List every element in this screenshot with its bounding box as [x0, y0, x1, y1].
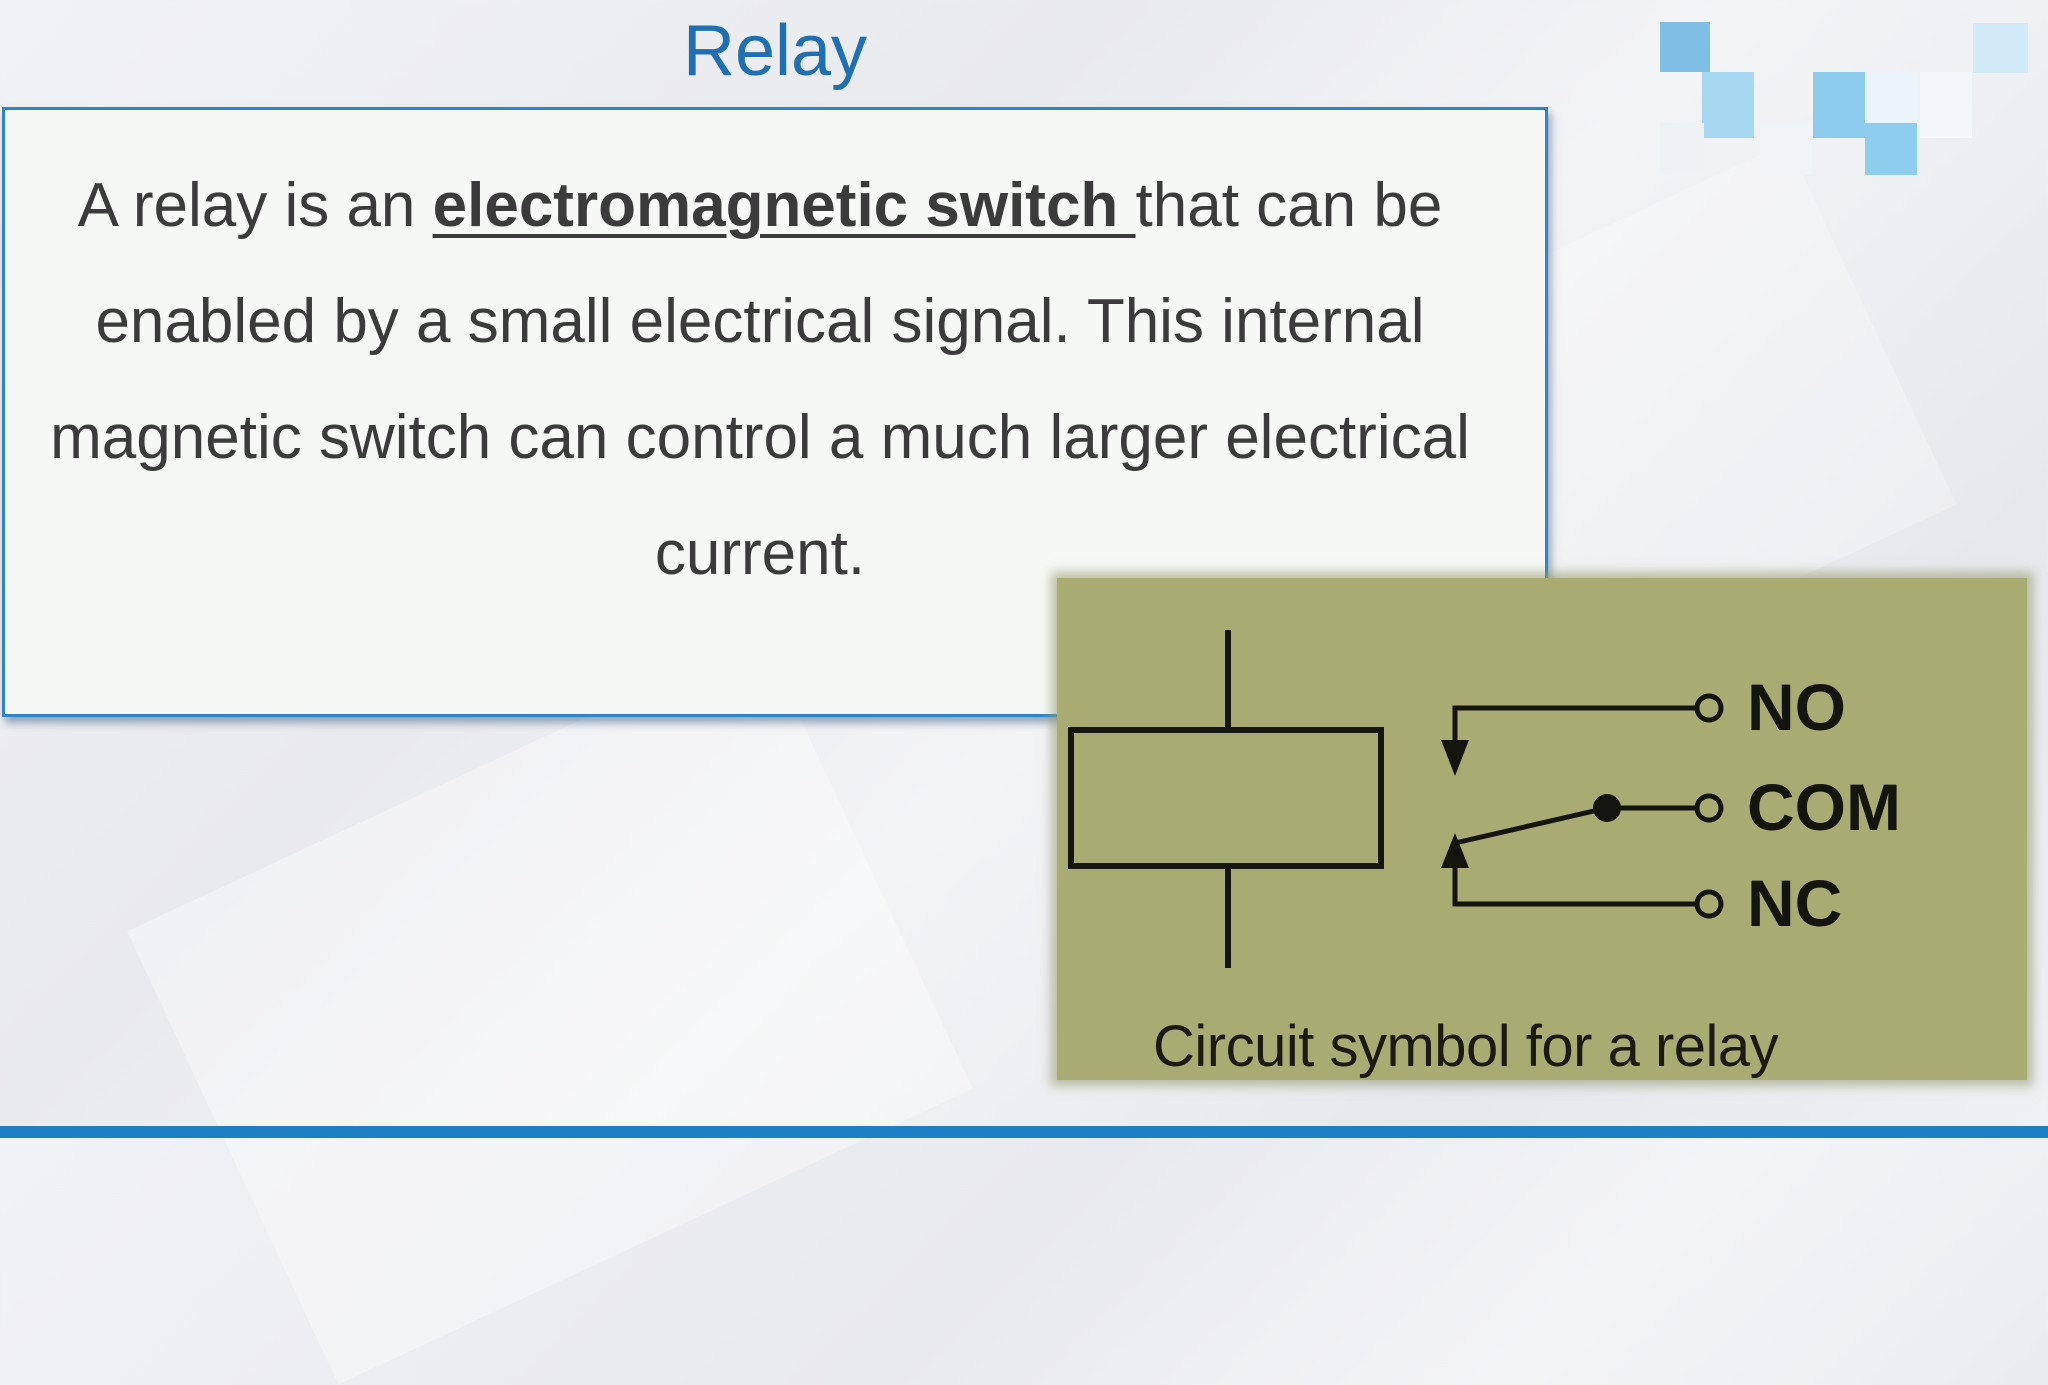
definition-lead: A relay is an — [77, 171, 433, 240]
bottom-accent-bar — [0, 1126, 2048, 1138]
com-pivot — [1593, 794, 1621, 822]
no-contact-line — [1452, 705, 1697, 748]
nc-label: NC — [1747, 866, 1843, 940]
background-shape — [127, 635, 973, 1385]
definition-emphasis: electromagnetic switch — [432, 171, 1136, 240]
nc-contact-arrow — [1441, 833, 1469, 868]
com-switch-arm — [1454, 805, 1697, 846]
slide-title: Relay — [682, 11, 868, 91]
com-terminal — [1694, 793, 1724, 823]
definition-rest: that can be enabled by a small electrica… — [50, 171, 1470, 588]
relay-circuit-diagram: NO COM NC Circuit symbol for a relay — [1057, 578, 2027, 1080]
nc-terminal — [1694, 889, 1724, 919]
no-contact-arrow — [1441, 740, 1469, 776]
relay-symbol-drawing — [1068, 630, 1724, 968]
no-terminal — [1694, 693, 1724, 723]
no-label: NO — [1747, 670, 1846, 744]
coil — [1068, 727, 1384, 869]
com-label: COM — [1747, 770, 1901, 844]
nc-contact-line — [1452, 862, 1697, 907]
definition-text: A relay is an electromagnetic switch tha… — [40, 148, 1480, 612]
diagram-caption: Circuit symbol for a relay — [1153, 1014, 1779, 1079]
decorative-squares — [1650, 15, 2040, 175]
